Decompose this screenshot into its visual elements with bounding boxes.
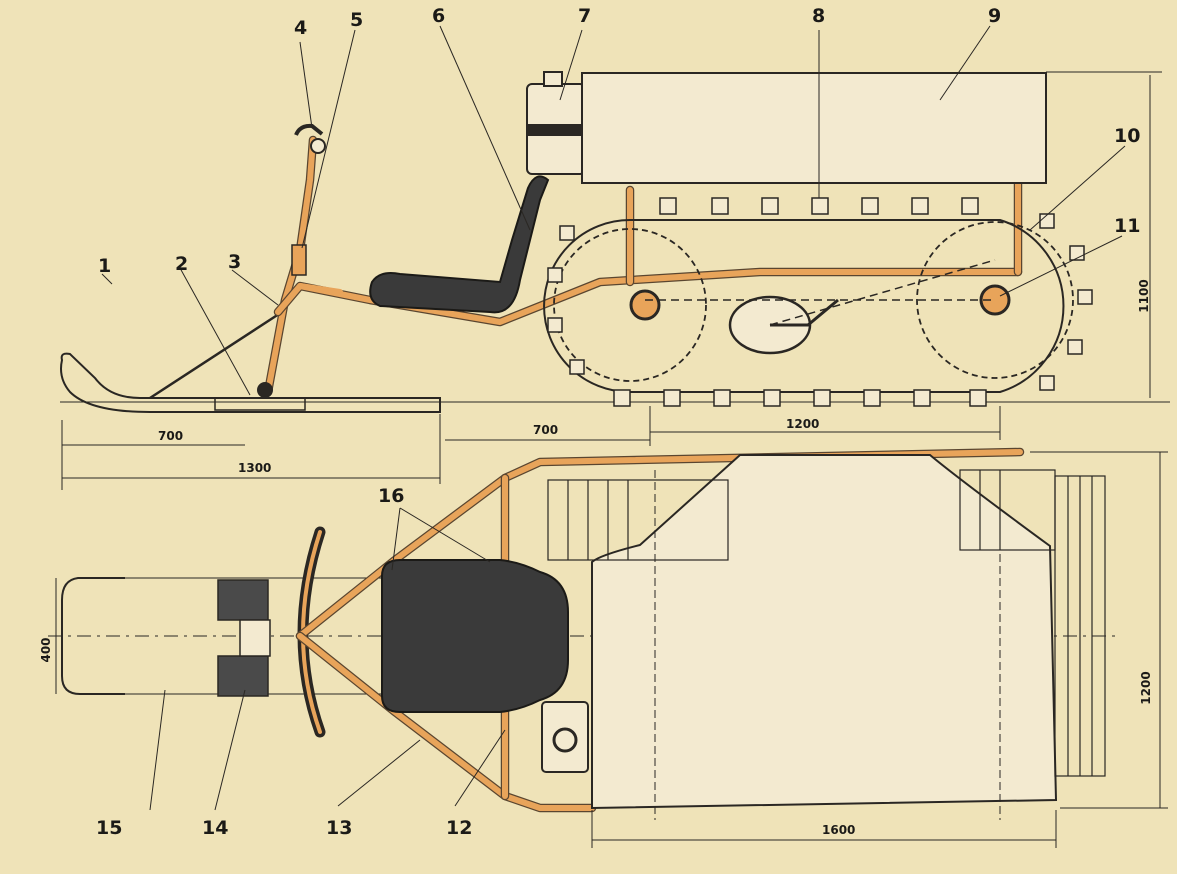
track-grousers: [547, 197, 1093, 407]
callout-16: 16: [378, 485, 404, 507]
seat-side: [369, 175, 550, 314]
ski-side: [60, 352, 441, 413]
seat-top: [381, 559, 569, 713]
ski-pivot: [257, 382, 273, 398]
callout-10: 10: [1114, 125, 1140, 147]
callout-12: 12: [446, 817, 472, 839]
dim-track-1200: 1200: [786, 417, 819, 431]
steering-clamp: [291, 244, 307, 276]
dim-height-1100: 1100: [1137, 279, 1151, 312]
callout-7: 7: [578, 5, 591, 27]
callout-14: 14: [202, 817, 228, 839]
engine-linkage: [770, 298, 839, 327]
callout-6: 6: [432, 5, 445, 27]
callout-8: 8: [812, 5, 825, 27]
callout-13: 13: [326, 817, 352, 839]
side-view: [60, 25, 1170, 490]
front-axle: [629, 289, 661, 321]
dim-base-1300: 1300: [238, 461, 271, 475]
side-dimension-lines: [61, 71, 1162, 490]
handlebar-grip-icon: [294, 123, 324, 136]
callout-2: 2: [175, 253, 188, 275]
top-dimension-lines: [55, 451, 1168, 848]
dim-ski-700: 700: [158, 429, 183, 443]
leader-lines-side: [101, 25, 1126, 396]
cargo-box-side: [581, 72, 1047, 184]
fuel-cap: [543, 71, 563, 87]
handlebar-knob-icon: [310, 138, 326, 154]
callout-9: 9: [988, 5, 1001, 27]
cargo-box-top: [591, 454, 1058, 810]
dim-ski-width-400: 400: [39, 637, 53, 662]
rear-sprocket: [916, 221, 1074, 379]
callout-5: 5: [350, 9, 363, 31]
fuel-tank-top: [541, 701, 589, 773]
ski-top: [61, 577, 125, 695]
dimension-labels: 700 1300 700 1200 1100 400 1200 1600: [39, 279, 1153, 837]
ski-plate: [214, 397, 306, 411]
dim-width-1200: 1200: [1139, 671, 1153, 704]
callout-4: 4: [294, 17, 307, 39]
track-slats-top: [547, 469, 1106, 777]
dim-mid-700: 700: [533, 423, 558, 437]
leader-lines-top: [149, 507, 506, 811]
callout-1: 1: [98, 255, 111, 277]
callouts: 1 2 3 4 5 6 7 8 9 10 11 12 13 14 15 16: [96, 5, 1140, 839]
ski-strut: [149, 310, 283, 400]
footrest-right: [217, 655, 269, 697]
footrest-left: [217, 579, 269, 621]
top-view: [48, 447, 1168, 848]
callout-3: 3: [228, 251, 241, 273]
front-sprocket: [553, 228, 707, 382]
callout-11: 11: [1114, 215, 1140, 237]
rear-axle: [979, 284, 1011, 316]
callout-15: 15: [96, 817, 122, 839]
steering-mount: [239, 619, 271, 657]
dim-box-length-1600: 1600: [822, 823, 855, 837]
